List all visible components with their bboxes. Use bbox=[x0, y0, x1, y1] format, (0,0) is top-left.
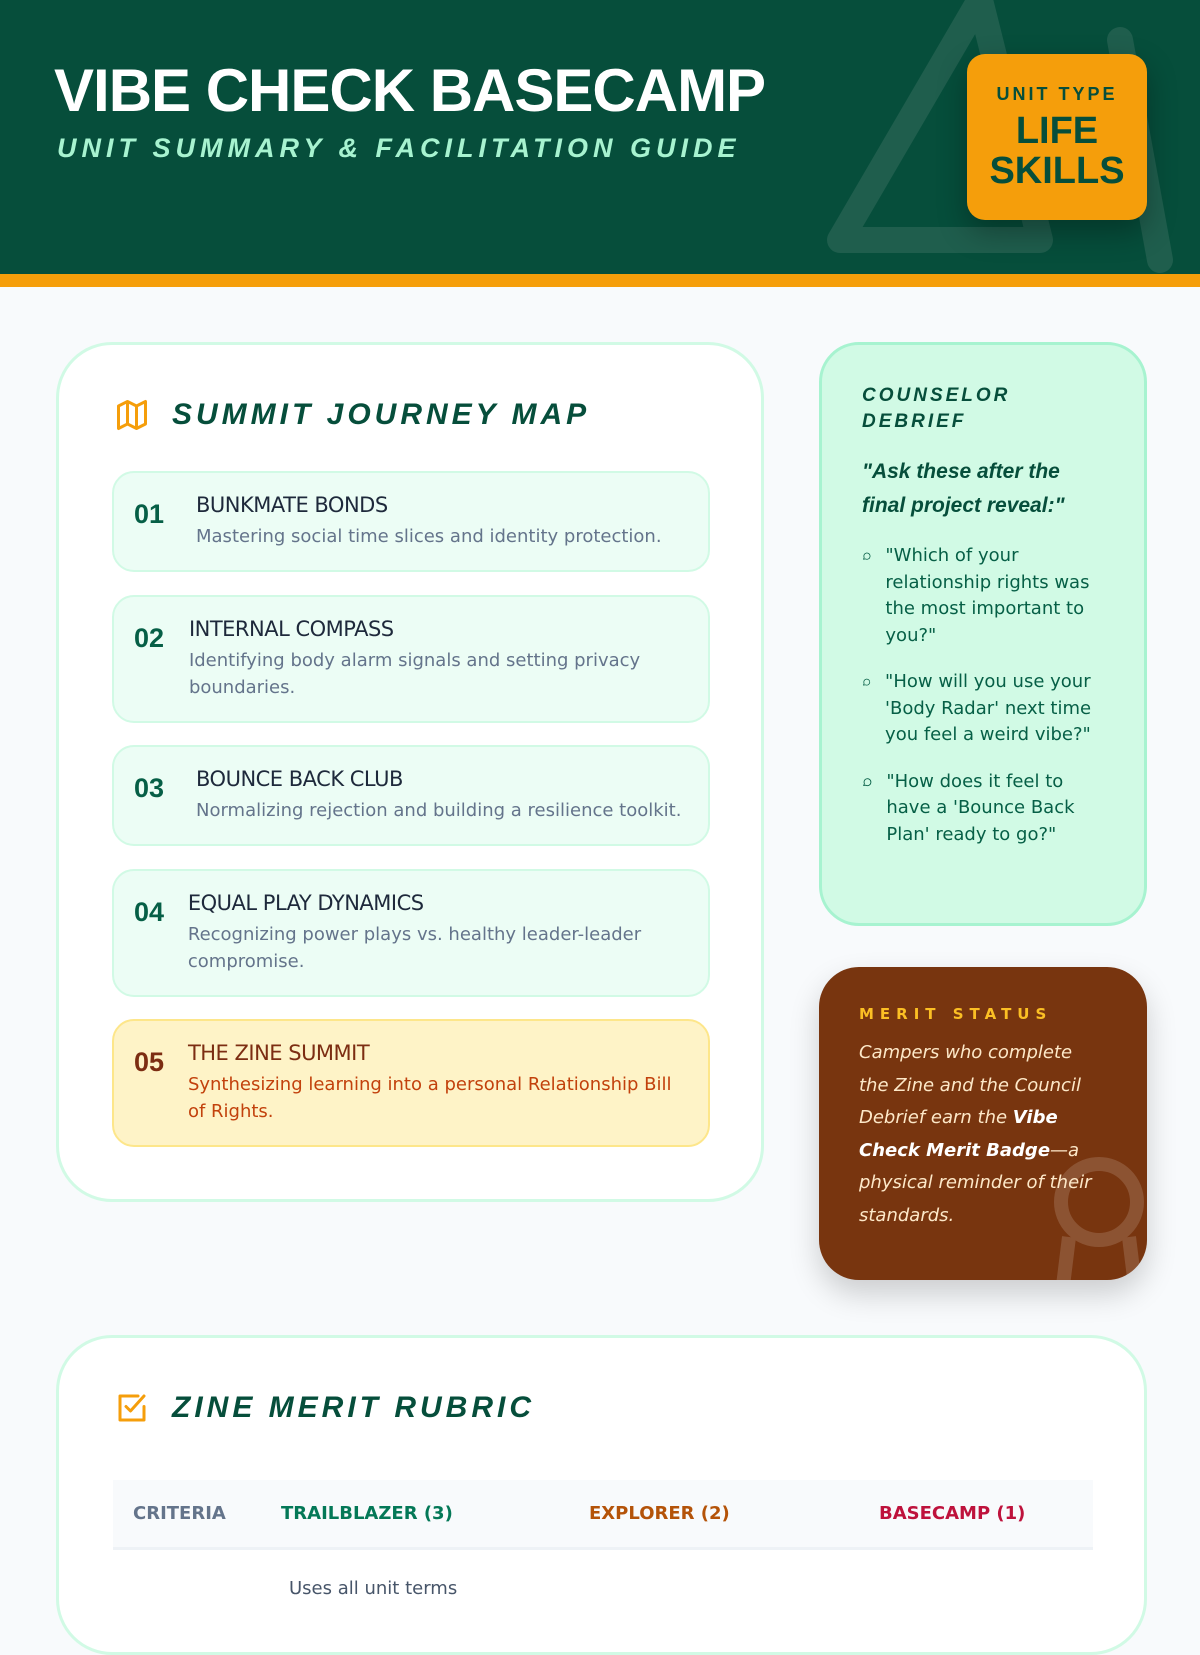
step-title: BUNKMATE BONDS bbox=[196, 493, 388, 517]
step-desc: Identifying body alarm signals and setti… bbox=[188, 650, 641, 698]
question-text: "Which of your relationship rights was t… bbox=[885, 545, 1090, 646]
question-text: "How will you use your 'Body Radar' next… bbox=[885, 671, 1092, 745]
chat-bubble-icon bbox=[862, 678, 871, 686]
unit-type-value: LIFE bbox=[1015, 110, 1099, 152]
journey-title: SUMMIT JOURNEY MAP bbox=[172, 398, 591, 431]
page-subtitle: UNIT SUMMARY & FACILITATION GUIDE bbox=[57, 133, 741, 163]
step-desc: Mastering social time slices and identit… bbox=[196, 526, 662, 547]
column-header: CRITERIA bbox=[133, 1503, 226, 1524]
journey-step: 02 INTERNAL COMPASS Identifying body alarm… bbox=[112, 595, 710, 723]
column-header: EXPLORER (2) bbox=[589, 1503, 730, 1524]
chat-bubble-icon bbox=[862, 552, 871, 560]
step-number: 02 bbox=[134, 623, 165, 653]
debrief-question: "How does it feel to have a 'Bounce Back… bbox=[862, 769, 1104, 849]
column-header: TRAILBLAZER (3) bbox=[281, 1503, 453, 1524]
unit-type-value: SKILLS bbox=[989, 150, 1125, 192]
step-title: BOUNCE BACK CLUB bbox=[196, 767, 403, 791]
page-title: VIBE CHECK BASECAMP bbox=[54, 57, 766, 124]
debrief-question: "How will you use your 'Body Radar' next… bbox=[862, 669, 1104, 749]
step-title: INTERNAL COMPASS bbox=[188, 617, 394, 641]
unit-type-label: UNIT TYPE bbox=[996, 84, 1118, 104]
counselor-debrief-card: COUNSELOR DEBRIEF "Ask these after the f… bbox=[819, 342, 1147, 926]
map-icon bbox=[117, 400, 147, 430]
merit-status-card: MERIT STATUS Campers who complete the Zi… bbox=[819, 967, 1147, 1280]
journey-step: 03 BOUNCE BACK CLUB Normalizing rejection … bbox=[112, 745, 710, 846]
question-text: "How does it feel to have a 'Bounce Back… bbox=[886, 770, 1075, 845]
rubric-card: ZINE MERIT RUBRIC CRITERIA TRAILBLAZER (… bbox=[56, 1335, 1147, 1655]
step-number: 04 bbox=[134, 897, 165, 927]
step-number: 05 bbox=[134, 1047, 165, 1077]
chat-bubble-icon bbox=[863, 777, 872, 786]
step-title: EQUAL PLAY DYNAMICS bbox=[187, 891, 424, 915]
step-desc: Synthesizing learning into a personal Re… bbox=[187, 1074, 672, 1122]
header: VIBE CHECK BASECAMP UNIT SUMMARY & FACIL… bbox=[0, 0, 1200, 287]
rubric-title: ZINE MERIT RUBRIC bbox=[172, 1391, 535, 1424]
rubric-table-header: CRITERIA TRAILBLAZER (3) EXPLORER (2) BA… bbox=[113, 1480, 1093, 1550]
journey-step: 04 EQUAL PLAY DYNAMICS Recognizing power p… bbox=[112, 869, 710, 997]
step-desc: Normalizing rejection and building a res… bbox=[196, 800, 682, 821]
step-number: 01 bbox=[134, 499, 165, 529]
column-header: BASECAMP (1) bbox=[879, 1503, 1026, 1524]
journey-map-card: SUMMIT JOURNEY MAP 01 BUNKMATE BONDS Maste… bbox=[56, 342, 764, 1202]
journey-step-final: 05 THE ZINE SUMMIT Synthesizing learning i… bbox=[112, 1019, 710, 1147]
step-number: 03 bbox=[134, 773, 165, 803]
checkbox-icon bbox=[118, 1394, 146, 1422]
merit-title: MERIT STATUS bbox=[859, 1005, 1053, 1023]
award-ribbon-icon bbox=[1054, 1157, 1144, 1280]
step-title: THE ZINE SUMMIT bbox=[187, 1041, 370, 1065]
debrief-title: COUNSELOR DEBRIEF bbox=[862, 385, 1011, 432]
debrief-intro: "Ask these after the final project revea… bbox=[862, 460, 1065, 517]
debrief-question: "Which of your relationship rights was t… bbox=[862, 543, 1104, 649]
step-desc: Recognizing power plays vs. healthy lead… bbox=[187, 924, 642, 972]
journey-step: 01 BUNKMATE BONDS Mastering social time sl… bbox=[112, 471, 710, 572]
table-cell: Uses all unit terms bbox=[289, 1578, 458, 1599]
merit-text: Campers who complete the Zine and the Co… bbox=[859, 1042, 1092, 1226]
